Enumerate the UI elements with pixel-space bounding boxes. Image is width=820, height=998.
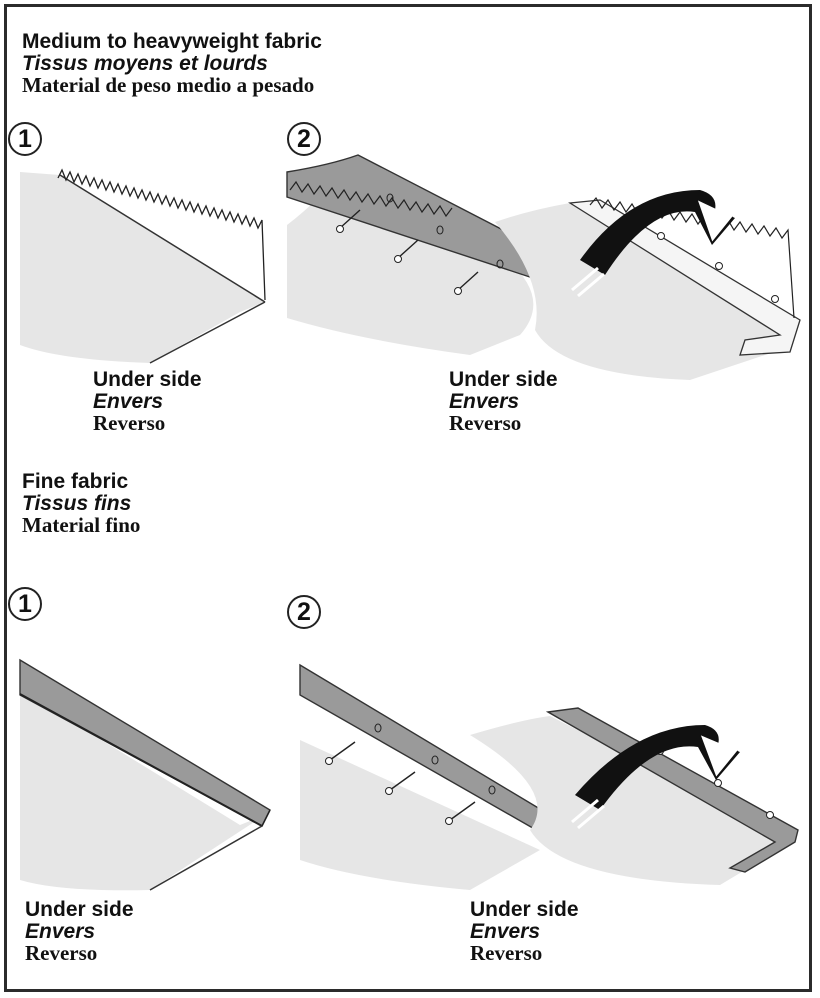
section-title-es: Material fino: [22, 513, 141, 537]
section-title-fr: Tissus moyens et lourds: [22, 52, 268, 75]
section-title-en: Fine fabric: [22, 470, 129, 493]
section-title-en: Medium to heavyweight fabric: [22, 30, 322, 53]
fine-fabric-double-fold-illustration: [19, 658, 271, 891]
fold-arrow-icon: [575, 725, 740, 810]
step-label-es: Reverso: [449, 411, 522, 435]
fabric-overlock-edge-illustration: [20, 168, 266, 364]
step-number-badge: 2: [287, 122, 321, 156]
step-label-en: Under side: [25, 898, 134, 921]
fold-arrow-icon: [580, 190, 735, 275]
step-label-en: Under side: [93, 368, 202, 391]
step-label-es: Reverso: [93, 411, 166, 435]
section-title-fr: Tissus fins: [22, 492, 132, 515]
step-number-badge: 1: [8, 122, 42, 156]
section-title-es: Material de peso medio a pesado: [22, 73, 315, 97]
step-number-badge: 2: [287, 595, 321, 629]
step-label-fr: Envers: [25, 920, 96, 943]
step-label-es: Reverso: [470, 941, 543, 965]
step-label-es: Reverso: [25, 941, 98, 965]
step-number-badge: 1: [8, 587, 42, 621]
fine-fabric-pinned-illustration: [299, 663, 799, 890]
step-label-fr: Envers: [93, 390, 164, 413]
step-label-fr: Envers: [449, 390, 520, 413]
step-label-en: Under side: [449, 368, 558, 391]
fabric-fold-pinned-illustration: [286, 154, 801, 380]
step-label-en: Under side: [470, 898, 579, 921]
step-label-fr: Envers: [470, 920, 541, 943]
